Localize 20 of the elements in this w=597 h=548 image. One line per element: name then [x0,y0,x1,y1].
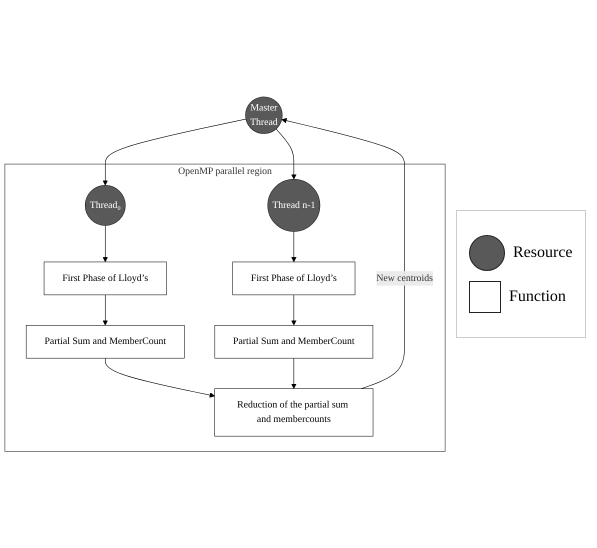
arrow [104,358,215,398]
arrow [276,128,297,180]
node-box [214,388,374,436]
legend-label: Resource [513,244,573,262]
node-box [214,324,374,358]
arrow [291,358,297,389]
node-box [26,324,185,358]
legend-label: Function [509,288,566,306]
cluster [4,164,446,452]
node-circle [245,96,283,134]
node-box [232,262,356,295]
arrow [291,294,297,326]
node-circle [84,184,126,226]
node-box [44,262,167,295]
arrow [102,225,108,262]
arrow [102,294,108,326]
node-circle [267,178,320,232]
arrow [282,118,405,389]
arrow [102,118,246,186]
arrow [291,231,297,262]
